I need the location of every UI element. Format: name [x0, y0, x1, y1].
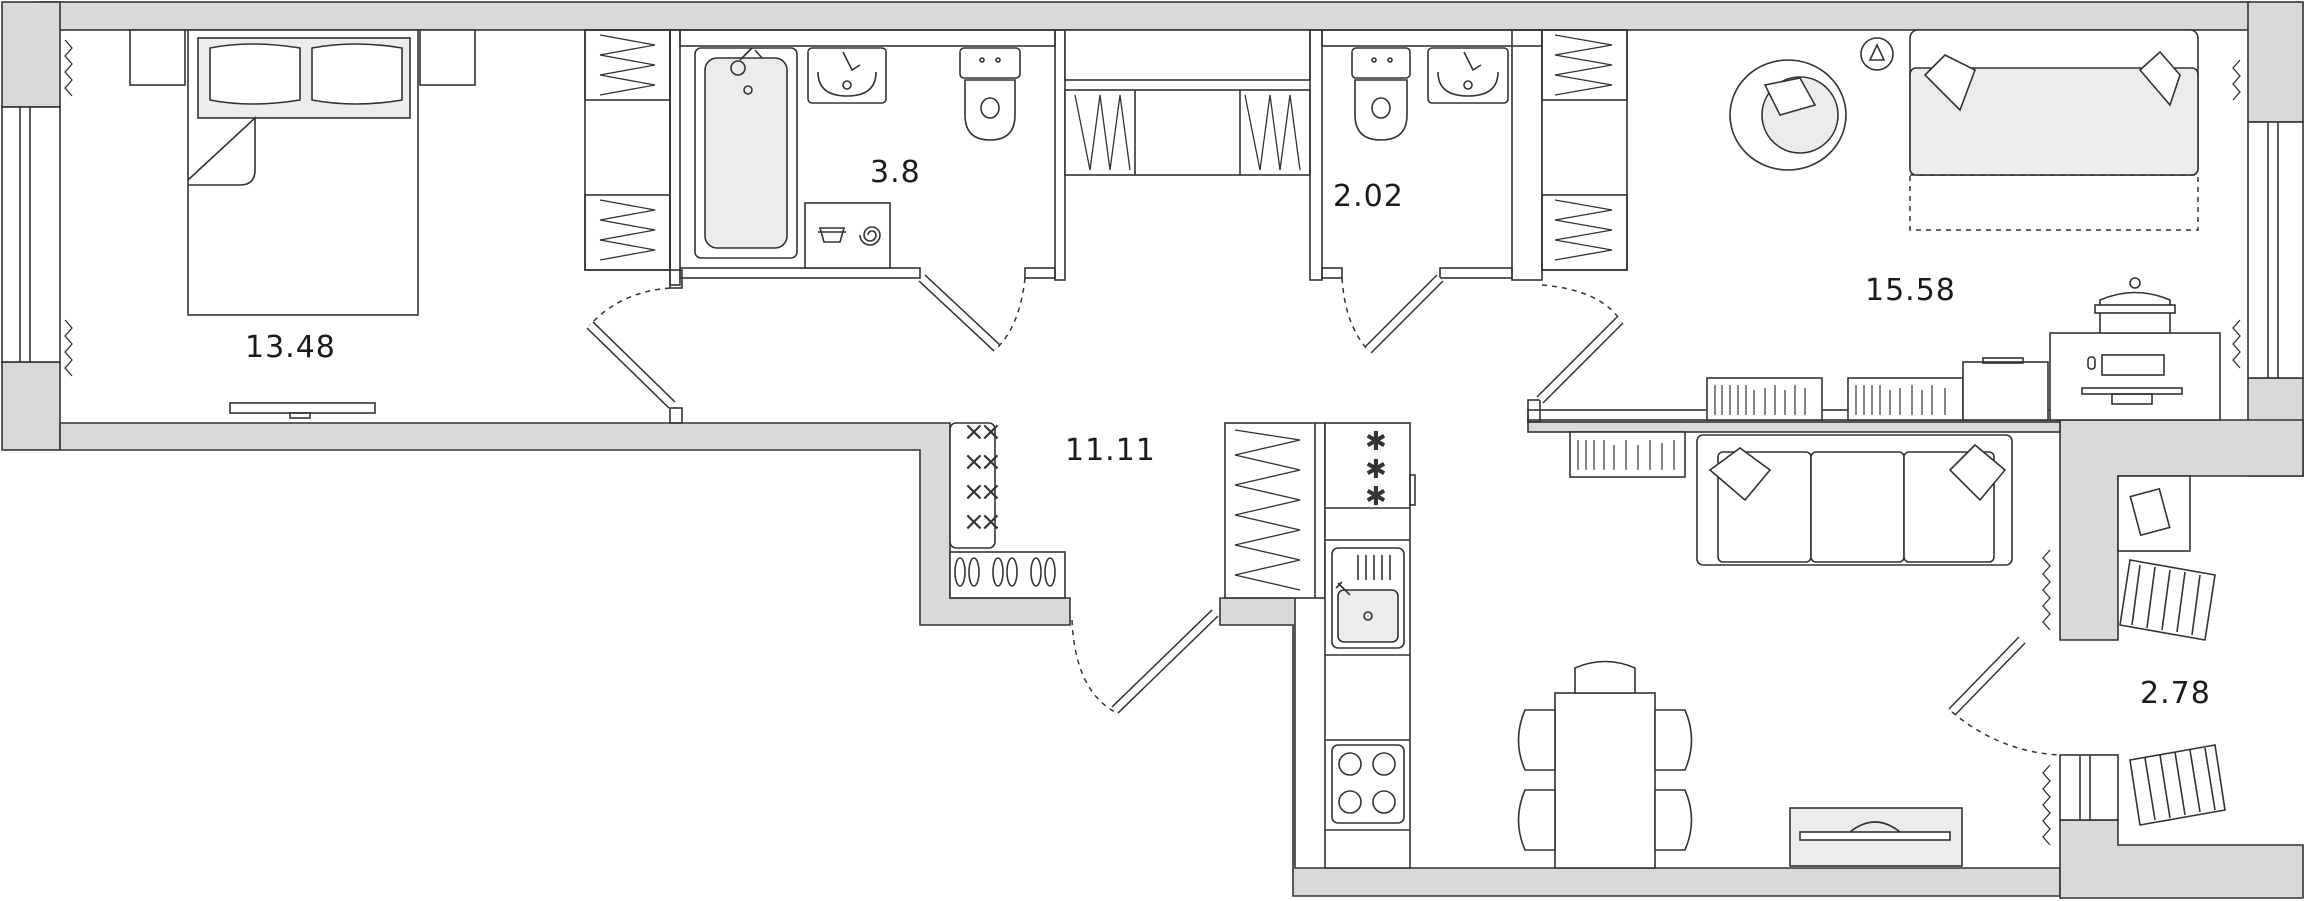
shoe-mark: × [980, 447, 1002, 477]
area-label-hallway: 11.11 [1065, 433, 1156, 468]
hanger-marks [64, 34, 2241, 846]
corridor-wardrobe [1064, 89, 1311, 176]
windows [1, 106, 2304, 821]
keyboard-icon[interactable] [2101, 354, 2165, 376]
lamp-icon [1860, 37, 1894, 71]
chair-top [1574, 660, 1636, 694]
bookshelf-2 [1847, 377, 1964, 421]
bookshelf-3 [1569, 431, 1686, 478]
dining-table [1554, 692, 1656, 869]
area-label-balcony: 2.78 [2140, 676, 2211, 711]
chair-left-1 [1517, 709, 1556, 771]
bathroom-toilet-tank [959, 47, 1021, 79]
book-spines [1577, 385, 1946, 470]
burner-icon [1372, 752, 1396, 776]
area-label-bathroom: 3.8 [870, 155, 921, 190]
entrance-door-swing [1071, 619, 1116, 713]
area-label-living: 15.58 [1865, 273, 1956, 308]
nightstand-left [129, 29, 186, 86]
cushion-icon [2138, 50, 2181, 107]
hallway-wardrobe [1224, 422, 1326, 599]
bathroom-door-swing [996, 277, 1026, 349]
shoes [954, 557, 1056, 587]
kitchen-units: ✱ ✱ ✱ [1324, 422, 1416, 869]
pillow-left [209, 43, 301, 105]
left-wall-top [1, 1, 61, 108]
bathroom-sink [807, 47, 887, 104]
doors [586, 269, 2061, 756]
wc-toilet-tank [1351, 47, 1411, 79]
magazine-icon [2129, 487, 2171, 537]
window-right [2247, 121, 2304, 379]
cushion-icon [1948, 443, 2007, 502]
bathroom-fixtures [694, 47, 1021, 269]
bathroom-toilet [964, 79, 1016, 141]
shoe-mark: × [980, 417, 1002, 447]
shoe-mark: × [963, 447, 985, 477]
shoe-mark: × [980, 507, 1002, 537]
shoe-mark: × [963, 507, 985, 537]
partitions [584, 29, 2061, 599]
chair-right-1 [1654, 709, 1693, 771]
wc-door-swing [1341, 277, 1369, 351]
tv-kitchen [1799, 831, 1951, 841]
chair-left-2 [1517, 789, 1556, 851]
wardrobe-bedroom [584, 29, 671, 271]
burner-icon [1372, 790, 1396, 814]
wc-fixtures [1351, 47, 1509, 141]
deck-chair-1 [2119, 559, 2216, 641]
hallway-bench [949, 422, 996, 549]
washing-machine [804, 202, 891, 269]
balcony-bottom-wall [2059, 819, 2304, 899]
bedroom-door-swing [589, 287, 671, 326]
dining-set [1517, 660, 1963, 869]
fridge-icon: ✱ [1365, 482, 1387, 512]
area-label-wc: 2.02 [1333, 179, 1404, 214]
cushion-icon [1923, 54, 1977, 112]
deck-chair-2 [2129, 744, 2226, 826]
desk [2049, 332, 2221, 421]
shoe-mark: × [963, 417, 985, 447]
fridge-icon: ✱ [1365, 427, 1387, 457]
burner-icon [1338, 790, 1362, 814]
kitchen-bottom-wall [1219, 597, 2061, 897]
window-left [1, 106, 61, 363]
area-labels: 13.48 3.8 2.02 15.58 11.11 2.78 [245, 155, 2211, 711]
cushion-icon [1763, 77, 1817, 116]
area-label-bedroom: 13.48 [245, 330, 336, 365]
hallway-items: × × × × × × × × [954, 417, 1056, 587]
right-wall-top [2247, 1, 2304, 123]
nightstand-right [419, 29, 476, 86]
balcony-door-swing [1951, 711, 2061, 756]
bedroom-furniture [129, 29, 476, 419]
tv-bedroom [229, 402, 376, 414]
wardrobe-living [1541, 29, 1628, 271]
burner-icon [1338, 752, 1362, 776]
living-door-swing [1541, 284, 1621, 321]
shoe-mark: × [963, 477, 985, 507]
bedroom-bottom-wall [59, 422, 1071, 626]
top-wall [39, 1, 2251, 31]
corridor-shelf [1064, 29, 1311, 81]
fridge-icon: ✱ [1365, 455, 1387, 485]
pillow-right [311, 43, 403, 105]
window-balcony [2059, 754, 2119, 821]
wc-toilet [1354, 79, 1408, 141]
chair-right-2 [1654, 789, 1693, 851]
cushion-icon [1708, 447, 1772, 502]
wc-sink [1427, 47, 1509, 104]
sideboard [1962, 361, 2049, 421]
balcony-furniture [2117, 475, 2226, 826]
shoe-mark: × [980, 477, 1002, 507]
left-wall-bottom [1, 361, 61, 451]
living-furniture [1569, 29, 2221, 566]
